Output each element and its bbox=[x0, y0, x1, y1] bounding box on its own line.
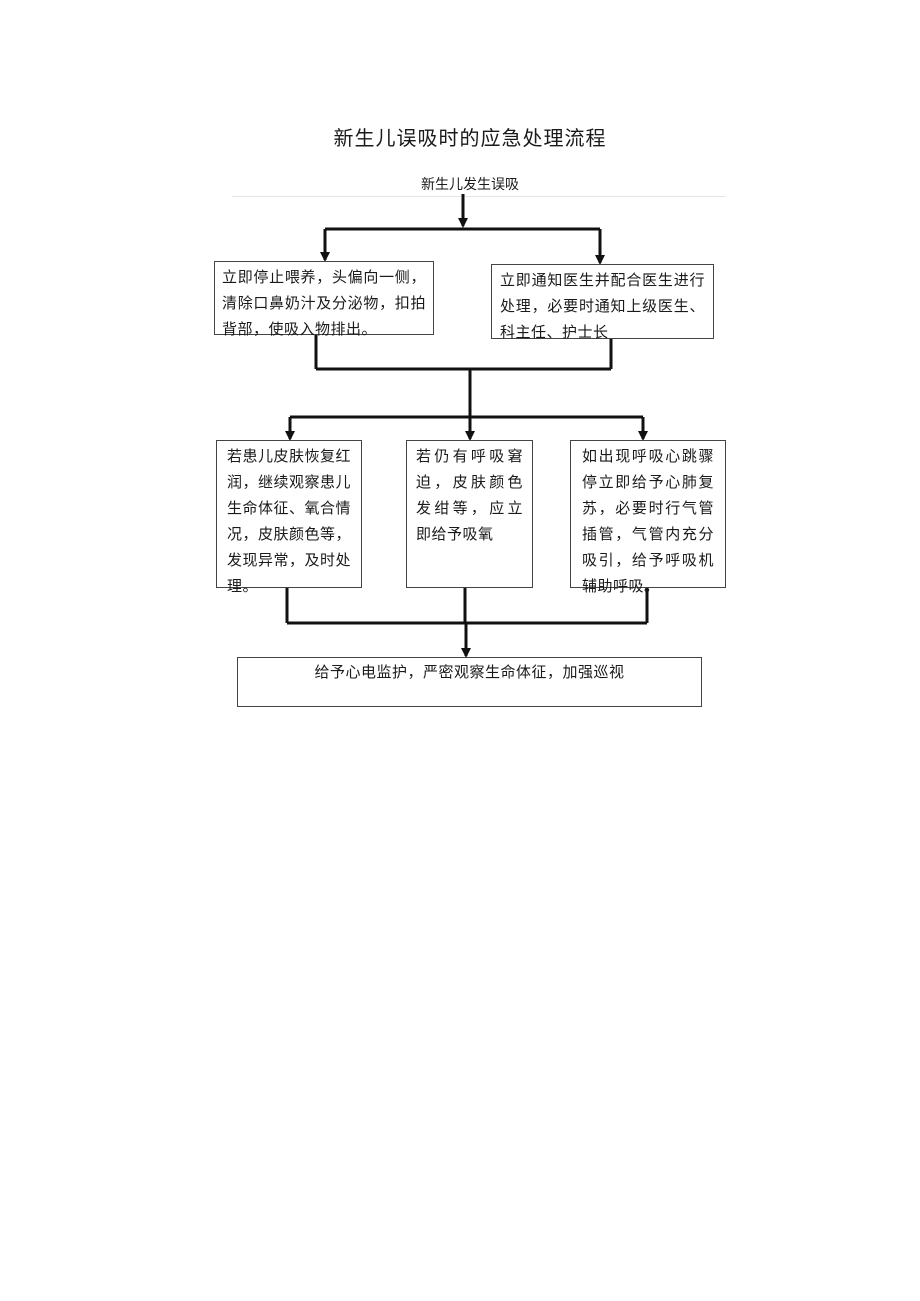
page-title: 新生儿误吸时的应急处理流程 bbox=[333, 126, 607, 150]
step-box-notify-doctor: 立即通知医生并配合医生进行处理，必要时通知上级医生、科主任、护士长 bbox=[491, 264, 714, 341]
step-box-monitoring: 给予心电监护，严密观察生命体征，加强巡视 bbox=[237, 657, 702, 707]
step-box-cardiac-arrest: 如出现呼吸心跳骤停立即给予心肺复苏，必要时行气管插管，气管内充分吸引，给予呼吸机… bbox=[570, 440, 726, 595]
start-node: 新生儿发生误吸 bbox=[421, 177, 519, 193]
step-box-stop-feeding: 立即停止喂养，头偏向一侧，清除口鼻奶汁及分泌物，扣拍背部，使吸入物排出。 bbox=[214, 261, 434, 338]
step-box-skin-recovered: 若患儿皮肤恢复红润，继续观察患儿生命体征、氧合情况，皮肤颜色等，发现异常，及时处… bbox=[216, 440, 362, 595]
divider bbox=[232, 196, 726, 197]
step-box-respiratory-distress: 若仍有呼吸窘迫，皮肤颜色发绀等，应立即给予吸氧 bbox=[406, 440, 533, 588]
